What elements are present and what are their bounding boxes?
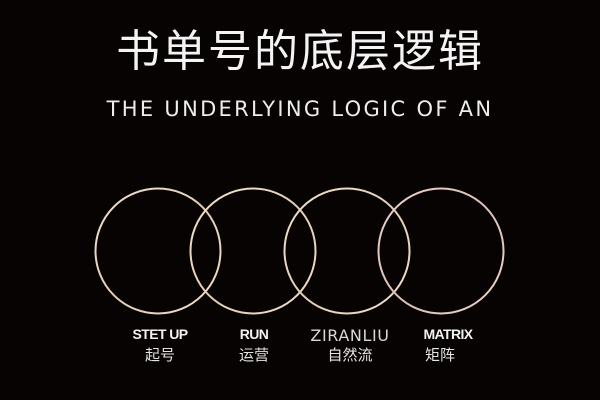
stage-cn: 矩阵 <box>425 346 456 364</box>
stage-label-ziranliu: ZIRANLIU 自然流 <box>295 326 405 365</box>
title-english: THE UNDERLYING LOGIC OF AN <box>106 97 494 121</box>
stage-en: STET UP <box>132 326 189 342</box>
ring-setup <box>94 187 222 315</box>
stage-en: RUN <box>239 326 269 342</box>
stage-label-matrix: MATRIX 矩阵 <box>393 326 503 364</box>
stage-label-run: RUN 运营 <box>199 326 309 364</box>
stage-cn: 起号 <box>144 346 175 364</box>
stage-cn: 自然流 <box>327 346 373 364</box>
ring-run <box>189 187 317 315</box>
stage-cn: 运营 <box>238 346 269 364</box>
ring-matrix <box>377 187 505 315</box>
ring-ziranliu <box>283 187 411 315</box>
stage-en: ZIRANLIU <box>310 326 390 345</box>
stage-en: MATRIX <box>423 326 473 342</box>
stage-label-setup: STET UP 起号 <box>105 326 215 364</box>
title-chinese: 书单号的底层逻辑 <box>116 26 484 77</box>
